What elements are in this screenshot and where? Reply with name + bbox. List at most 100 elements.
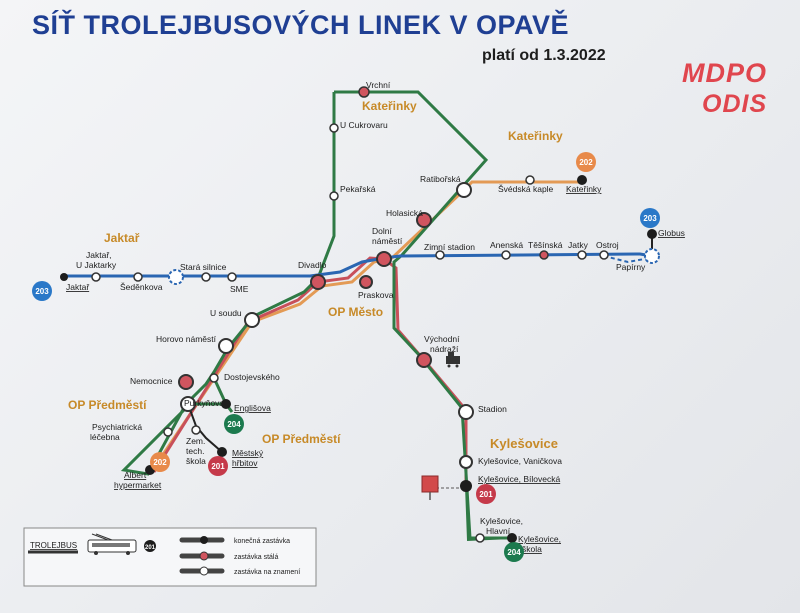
stop-kyl-skola (507, 533, 517, 543)
badge-203-right: 203 (643, 214, 657, 223)
stop-kyl-hlavni (475, 533, 485, 543)
label-mestsky-hrbitov-1: Městský (232, 448, 264, 458)
train-icon (446, 352, 460, 368)
label-kyl-skola-2: škola (522, 544, 542, 554)
line-203-blue-papirny (603, 255, 651, 264)
label-zem-tech-3: škola (186, 456, 206, 466)
label-u-soudu: U soudu (210, 308, 242, 318)
stop-holasicka (416, 212, 432, 228)
label-kyl-skola-1: Kylešovice, (518, 534, 561, 544)
legend-trolejbus: TROLEJBUS (30, 541, 77, 550)
odis-logo: ODIS (702, 90, 768, 118)
badge-203-left: 203 (35, 287, 49, 296)
legend-terminal-dot (200, 536, 208, 544)
label-globus: Globus (658, 228, 685, 238)
label-tesinska: Těšínská (528, 240, 563, 250)
label-purkynova: Purkyňova (184, 398, 224, 408)
stop-nemocnice (178, 374, 194, 390)
stop-dostojevskeho (209, 373, 219, 383)
legend-regular-dot (199, 551, 209, 561)
label-kyl-vanickova: Kylešovice, Vaničkova (478, 456, 562, 466)
badge-201-bottom: 201 (211, 462, 225, 471)
line-branch-kylesovice (465, 485, 513, 542)
stop-globus (647, 229, 657, 239)
label-ratiborska: Ratibořská (420, 174, 461, 184)
stop-ratiborska (456, 182, 472, 198)
stops (60, 86, 660, 543)
label-stadion: Stadion (478, 404, 507, 414)
stop-mestsky-hrbitov (217, 447, 227, 457)
badge-204-englisova-icon (224, 414, 244, 434)
stop-stadion (458, 404, 474, 420)
label-anenska: Anenská (490, 240, 523, 250)
area-op-mesto: OP Město (328, 305, 383, 319)
stop-kyl-bilovecka (460, 480, 472, 492)
depot-sign-icon (421, 475, 439, 493)
label-dolni-namesti-1: Dolní (372, 226, 392, 236)
label-jatky: Jatky (568, 240, 589, 250)
badge-202-top-icon (576, 152, 596, 172)
badge-201-kyl-icon (476, 484, 496, 504)
stop-kyl-vanickova (459, 455, 473, 469)
label-sme: SME (230, 284, 249, 294)
loop-globus (644, 248, 660, 264)
label-vychodni-nadrazi-1: Východní (424, 334, 460, 344)
badge-203-left-icon (32, 281, 52, 301)
legend-badge: 201 (145, 545, 156, 551)
label-papirny: Papírny (616, 262, 646, 272)
line-branch-purkynova (187, 403, 223, 453)
label-psychiatricka-2: léčebna (90, 432, 120, 442)
label-albert-2: hypermarket (114, 480, 162, 490)
legend-badge-icon (144, 540, 156, 552)
badge-204-englisova: 204 (227, 420, 241, 429)
validity-date: platí od 1.3.2022 (482, 47, 606, 64)
mdpo-logo: MDPO (682, 58, 767, 88)
badge-201-bottom-icon (208, 456, 228, 476)
legend-request: zastávka na znamení (234, 569, 300, 576)
badge-204-kyl: 204 (507, 548, 521, 557)
stop-ostroj (599, 250, 609, 260)
stop-praskova (359, 275, 373, 289)
line-202-orange (154, 180, 582, 467)
area-op-predmesti-left: OP Předměstí (68, 398, 147, 412)
label-jaktar: Jaktař (66, 282, 89, 292)
badge-203-right-icon (640, 208, 660, 228)
stop-psychiatricka (163, 427, 173, 437)
legend: TROLEJBUS 201 konečná zastávka zastávka … (23, 527, 317, 587)
area-kylesovice: Kylešovice (490, 436, 558, 451)
stop-anenska (501, 250, 511, 260)
label-vrchni: Vrchní (366, 80, 391, 90)
stop-englisova (221, 399, 231, 409)
legend-request-dot (199, 566, 209, 576)
area-op-predmesti-right: OP Předměstí (262, 432, 341, 446)
stop-sedenkova (133, 272, 143, 282)
stop-labels: Vrchní U Cukrovaru Pekařská Ratibořská Š… (66, 80, 685, 554)
badge-202-bottom: 202 (153, 458, 167, 467)
stop-divadlo (310, 274, 326, 290)
label-dostojevskeho: Dostojevského (224, 372, 280, 382)
area-katerinky-top: Kateřinky (362, 99, 417, 113)
stop-jaktar (60, 273, 68, 281)
stop-zimni-stadion (435, 250, 445, 260)
trolleybus-icon (87, 533, 137, 555)
badge-204-kyl-icon (504, 542, 524, 562)
stop-u-soudu (244, 312, 260, 328)
line-badges: 203 203 202 202 201 201 204 204 (32, 152, 660, 562)
label-jaktar-u-jaktarky-2: U Jaktarky (76, 260, 117, 270)
stop-pekarska (329, 191, 339, 201)
stop-stara-silnice (201, 272, 211, 282)
page-title: SÍŤ TROLEJBUSOVÝCH LINEK V OPAVĚ (32, 10, 570, 40)
label-kyl-hlavni-2: Hlavní (486, 526, 511, 536)
area-katerinky-right: Kateřinky (508, 129, 563, 143)
label-zimni-stadion: Zimní stadion (424, 242, 475, 252)
label-ostroj: Ostroj (596, 240, 619, 250)
label-svedska-kaple: Švédská kaple (498, 184, 554, 194)
badge-202-top: 202 (579, 158, 593, 167)
label-zem-tech-1: Zem. (186, 436, 205, 446)
label-vychodni-nadrazi-2: nádraží (430, 344, 459, 354)
label-kyl-hlavni-1: Kylešovice, (480, 516, 523, 526)
stop-vychodni-nadrazi (416, 352, 432, 368)
label-stara-silnice: Stará silnice (180, 262, 227, 272)
stop-tesinska (539, 250, 549, 260)
